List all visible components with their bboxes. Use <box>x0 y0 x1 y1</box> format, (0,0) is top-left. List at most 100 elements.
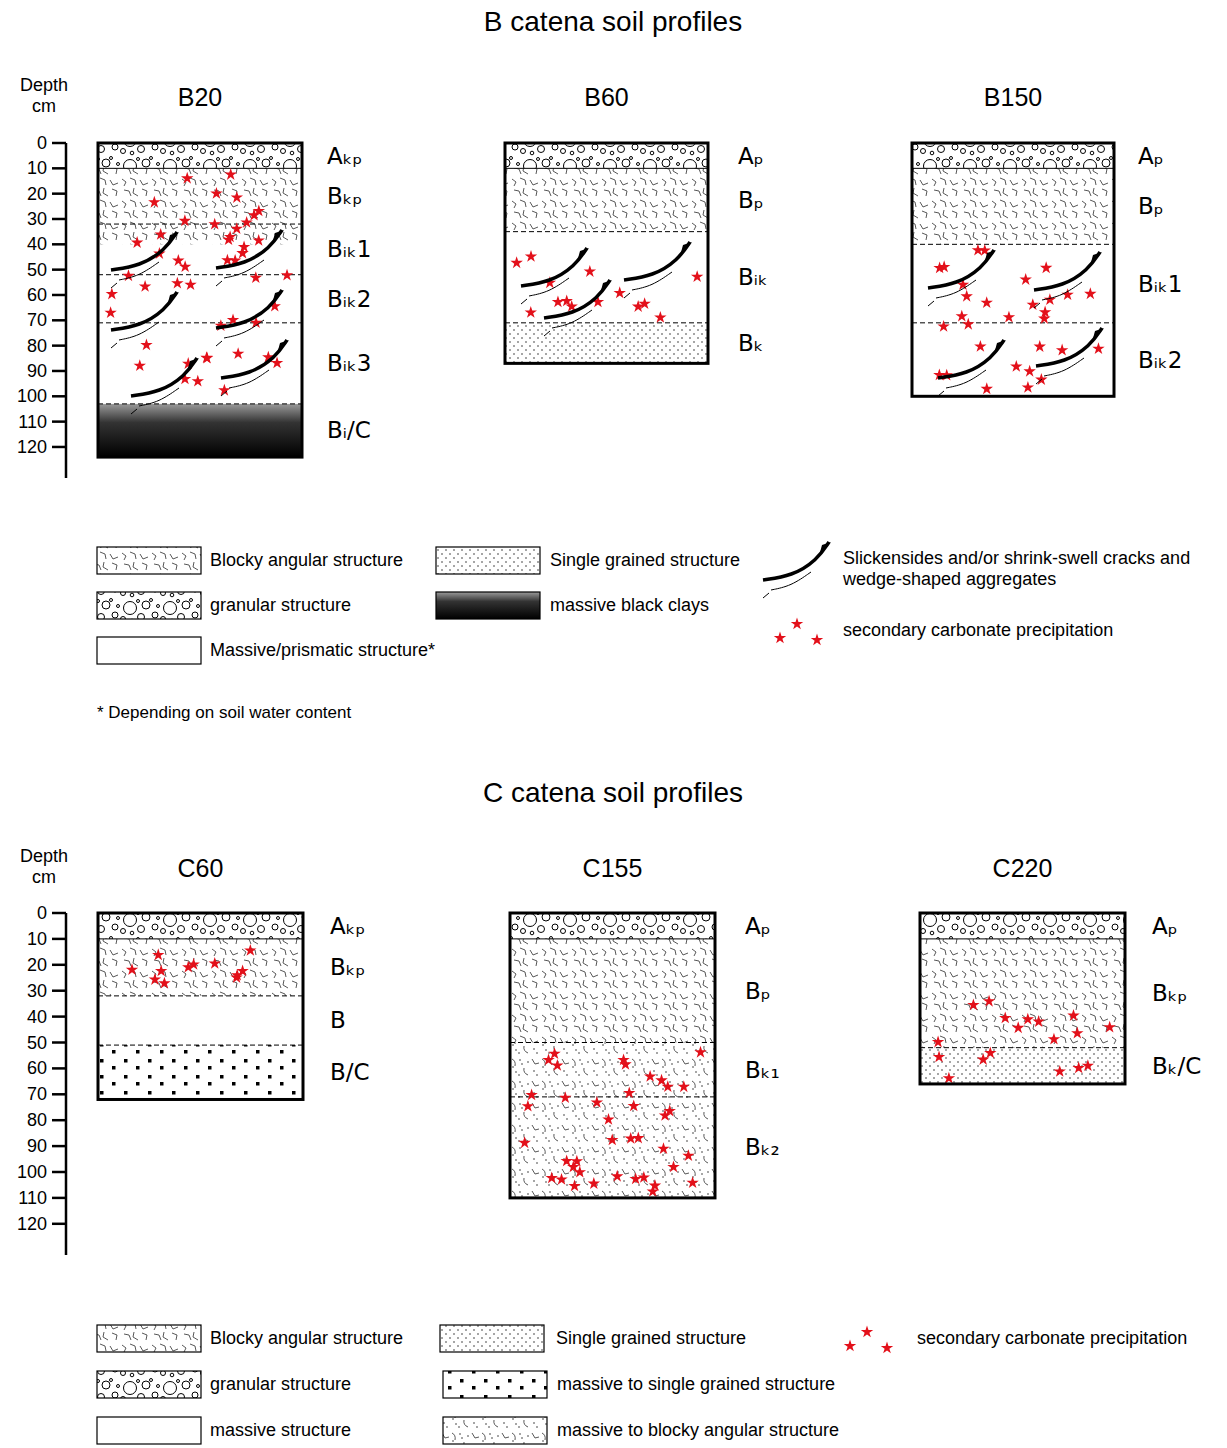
carbonate-star <box>1071 1027 1083 1039</box>
carbonate-star <box>1084 287 1096 299</box>
axis-tick <box>52 1223 66 1226</box>
soil-profile: B20 <box>98 82 302 457</box>
carbonate-star <box>1056 344 1068 356</box>
carbonate-star <box>657 1142 669 1154</box>
axis-tick <box>52 1093 66 1096</box>
horizon-fill <box>98 1045 303 1099</box>
depth-tick-label: 90 <box>27 1136 47 1157</box>
legend-sample <box>97 1371 201 1398</box>
legend-label: massive structure <box>210 1420 351 1441</box>
horizon-fill <box>98 143 302 168</box>
slickenside-symbol <box>521 248 589 304</box>
horizon-fill <box>912 143 1114 168</box>
profile-column <box>920 913 1125 1084</box>
carbonate-star <box>1022 1013 1034 1025</box>
depth-tick-label: 20 <box>27 954 47 975</box>
depth-tick-label: 40 <box>27 234 47 255</box>
horizon-fill <box>98 168 302 244</box>
depth-tick-label: 50 <box>27 259 47 280</box>
legend-sample <box>844 1325 893 1353</box>
carbonate-star <box>522 1100 534 1112</box>
horizon-fill <box>912 168 1114 244</box>
slickenside-symbol <box>938 340 1006 396</box>
horizon-fill <box>920 939 1125 1048</box>
legend-label: Single grained structure <box>556 1328 746 1349</box>
carbonate-star <box>974 340 986 352</box>
horizon-label: Bₚ <box>745 977 771 1003</box>
carbonate-star <box>960 290 972 302</box>
profile-outline <box>98 913 303 1099</box>
carbonate-star <box>238 240 250 252</box>
carbonate-star <box>614 286 626 298</box>
carbonate-star <box>155 964 167 976</box>
carbonate-star <box>606 1133 618 1145</box>
depth-tick-label: 120 <box>17 1213 47 1234</box>
horizon-boundary <box>912 322 1114 323</box>
depth-tick-label: 0 <box>37 903 47 924</box>
carbonate-star <box>140 338 152 350</box>
carbonate-star <box>240 216 252 228</box>
axis-title: Depth cm <box>14 75 74 116</box>
soil-profile: B60 <box>505 82 708 363</box>
slickenside-symbol <box>1034 252 1102 308</box>
slickenside-symbol <box>221 340 289 396</box>
horizon-label: Bᵢ/C <box>327 417 371 443</box>
horizon-fill <box>510 1043 715 1198</box>
horizon-boundary <box>98 938 303 939</box>
legend-label: Slickensides and/or shrink-swell cracks … <box>843 548 1223 589</box>
profile-column <box>505 143 708 363</box>
horizon-label: Aₚ <box>745 913 771 939</box>
carbonate-star <box>555 1173 567 1185</box>
depth-tick-label: 50 <box>27 1032 47 1053</box>
axis-tick <box>52 1067 66 1070</box>
profile-name: C220 <box>920 853 1125 883</box>
horizon-boundary <box>920 938 1125 939</box>
carbonate-star <box>943 1072 955 1084</box>
horizon-boundary <box>505 168 708 169</box>
carbonate-star <box>200 351 212 363</box>
carbonate-star <box>932 1036 944 1048</box>
carbonate-star <box>655 1074 667 1086</box>
carbonate-star <box>629 1172 641 1184</box>
carbonate-star <box>1048 1033 1060 1045</box>
axis-tick <box>52 1119 66 1122</box>
profile-outline <box>98 143 302 457</box>
horizon-label: Aₖₚ <box>327 142 362 168</box>
legend-sample <box>436 592 540 619</box>
slickenside-symbol <box>111 292 179 348</box>
carbonate-star <box>231 191 243 203</box>
section-title: B catena soil profiles <box>484 6 742 38</box>
horizon-label: B/C <box>330 1059 370 1085</box>
carbonate-star <box>148 196 160 208</box>
legend-sample <box>97 637 201 664</box>
carbonate-star <box>224 230 236 242</box>
carbonate-star <box>250 271 262 283</box>
horizon-label: B <box>330 1007 346 1033</box>
carbonate-star <box>253 204 265 216</box>
carbonate-star <box>999 1011 1011 1023</box>
carbonate-star <box>654 311 666 323</box>
carbonate-star <box>179 214 191 226</box>
carbonate-star <box>1019 273 1031 285</box>
carbonate-star <box>568 1180 580 1192</box>
carbonate-star <box>591 1096 603 1108</box>
horizon-label: Bₖ <box>738 330 764 356</box>
depth-tick-label: 30 <box>27 209 47 230</box>
carbonate-star <box>983 995 995 1007</box>
carbonate-star <box>981 382 993 394</box>
axis-tick <box>52 1171 66 1174</box>
axis-tick <box>52 370 66 373</box>
axis-tick <box>52 989 66 992</box>
axis-tick <box>52 1041 66 1044</box>
horizon-label: Bᵢₖ1 <box>1138 270 1182 296</box>
legend-sample <box>97 1417 201 1444</box>
carbonate-star <box>218 384 230 396</box>
axis-tick <box>52 446 66 449</box>
carbonate-star <box>139 280 151 292</box>
carbonate-star <box>649 1179 661 1191</box>
horizon-fill <box>98 404 302 457</box>
carbonate-star <box>551 1059 563 1071</box>
legend-label: Massive/prismatic structure* <box>210 640 435 661</box>
carbonate-star <box>602 1113 614 1125</box>
carbonate-star <box>208 218 220 230</box>
